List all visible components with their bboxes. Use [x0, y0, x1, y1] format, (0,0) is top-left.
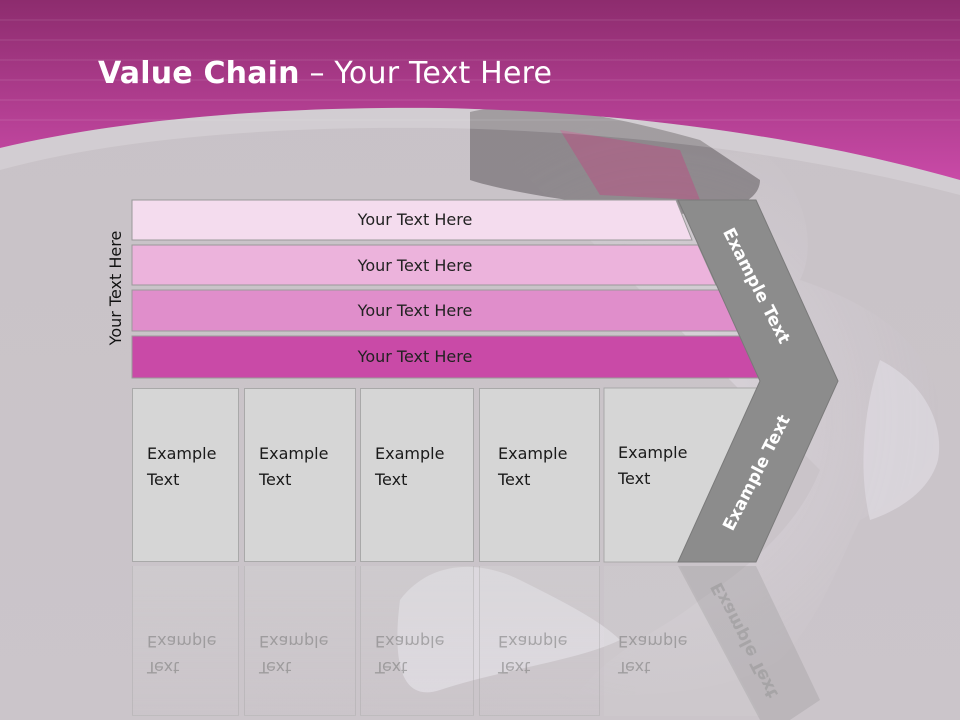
- primary-box-4-reflection-line2: Text: [498, 658, 531, 677]
- title-bold: Value Chain: [98, 56, 300, 91]
- primary-box-1-line2: Text: [147, 470, 180, 489]
- primary-box-2-line1: Example: [259, 444, 329, 463]
- primary-box-2-reflection-line2: Text: [259, 658, 292, 677]
- support-row-3-label: Your Text Here: [357, 301, 473, 320]
- primary-box-4-reflection: Text Example: [479, 566, 600, 716]
- primary-box-2-reflection-line1: Example: [259, 632, 329, 651]
- primary-box-1-reflection-line2: Text: [147, 658, 180, 677]
- support-row-1-shape: [131, 199, 693, 241]
- primary-box-5-reflection: Text Example: [604, 566, 687, 716]
- primary-box-5-line1: Example: [618, 443, 688, 462]
- support-row-1-label: Your Text Here: [357, 210, 473, 229]
- primary-box-1-reflection-line1: Example: [147, 632, 217, 651]
- primary-box-1-line1: Example: [147, 444, 217, 463]
- primary-box-4-line1: Example: [498, 444, 568, 463]
- primary-box-4-line2: Text: [498, 470, 531, 489]
- primary-box-3-reflection-line1: Example: [375, 632, 445, 651]
- primary-box-3-reflection: Text Example: [360, 566, 474, 716]
- support-row-4-label: Your Text Here: [357, 347, 473, 366]
- primary-box-2-reflection: Text Example: [244, 566, 356, 716]
- primary-box-3-line1: Example: [375, 444, 445, 463]
- support-row-2-label: Your Text Here: [357, 256, 473, 275]
- slide-title: Value Chain – Your Text Here: [98, 56, 552, 91]
- primary-box-5-line2: Text: [618, 469, 651, 488]
- side-label: Your Text Here: [106, 230, 125, 346]
- primary-box-3-reflection-line2: Text: [375, 658, 408, 677]
- primary-box-4-reflection-line1: Example: [498, 632, 568, 651]
- margin-chevron-shape: [677, 199, 839, 563]
- primary-box-1-reflection: Text Example: [132, 566, 239, 716]
- primary-box-3-line2: Text: [375, 470, 408, 489]
- primary-box-5-reflection-line1: Example: [618, 632, 688, 651]
- background-photo: [380, 107, 940, 720]
- title-rest: – Your Text Here: [299, 56, 553, 91]
- primary-box-5-reflection-line2: Text: [618, 658, 651, 677]
- primary-box-2-line2: Text: [259, 470, 292, 489]
